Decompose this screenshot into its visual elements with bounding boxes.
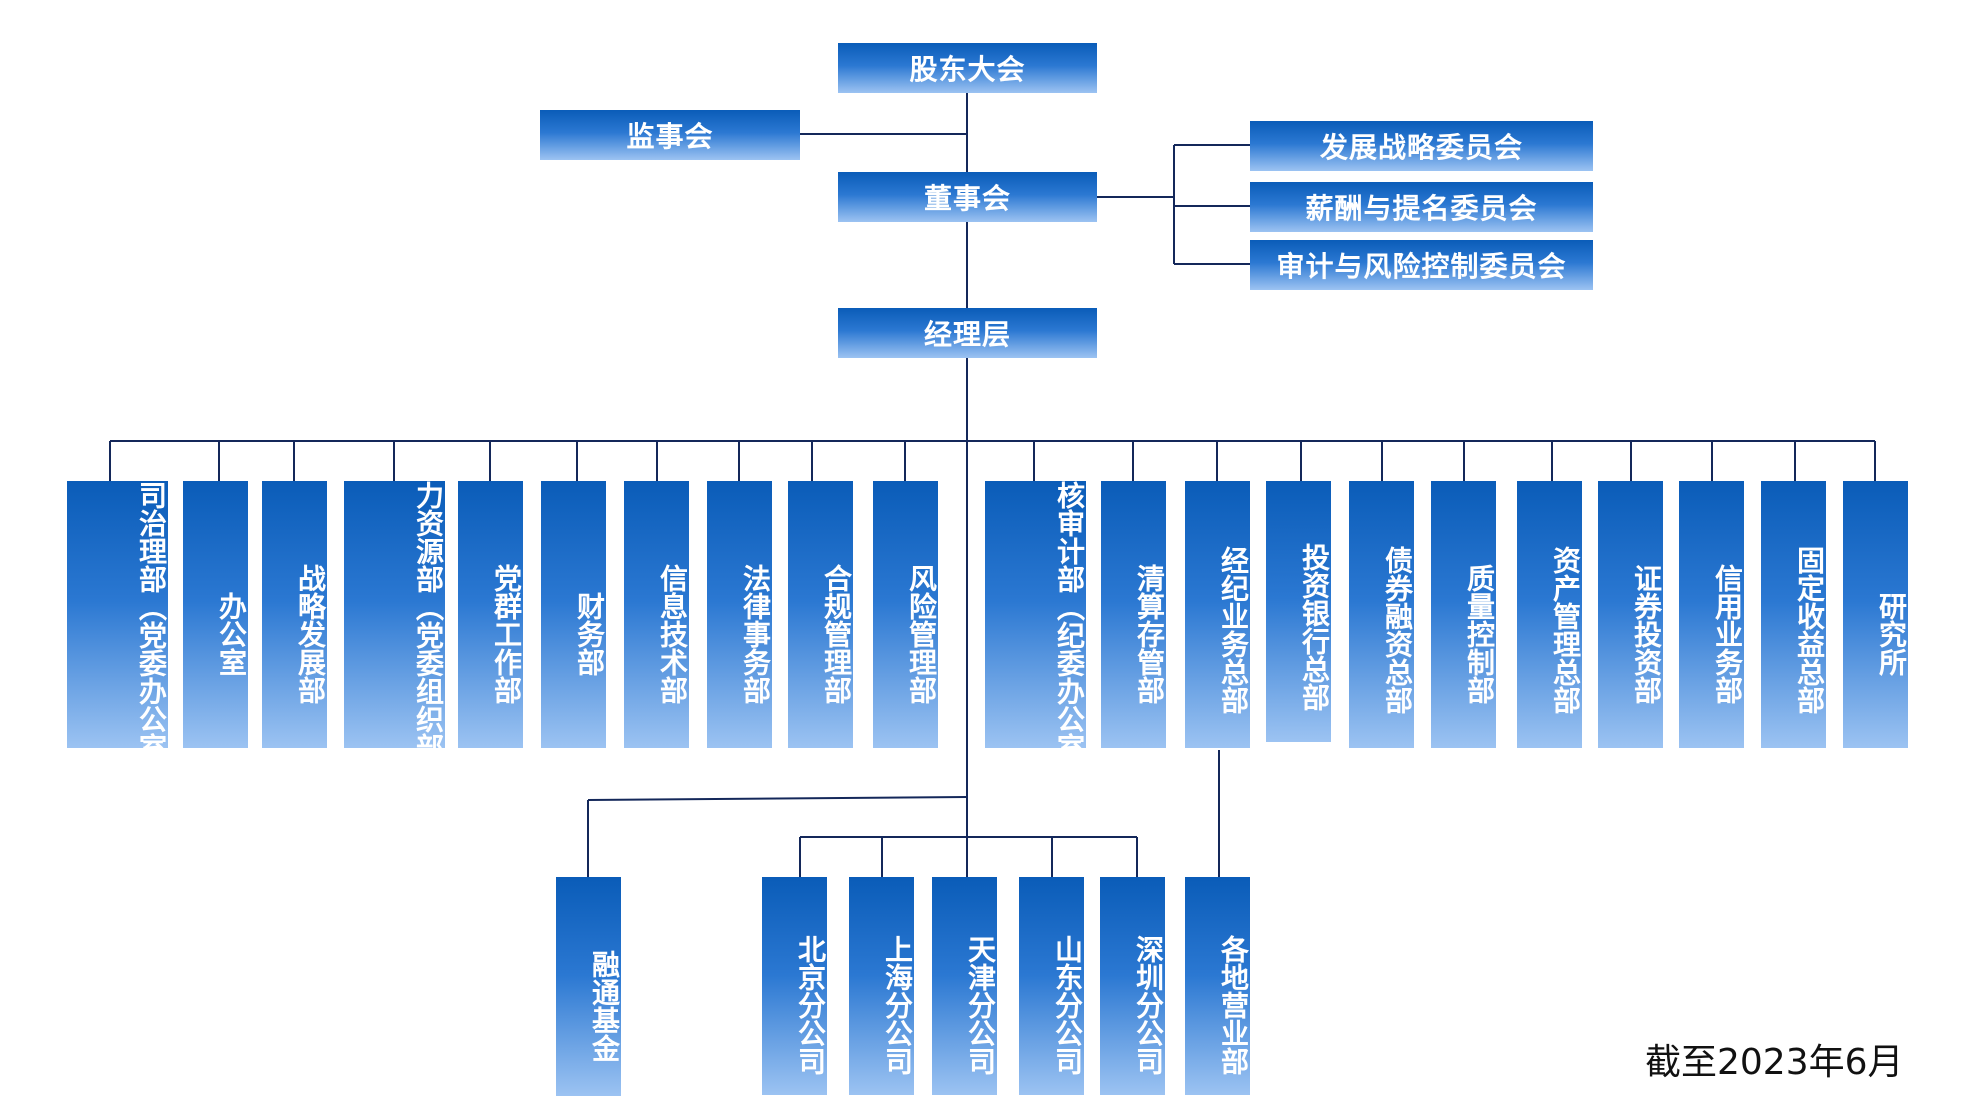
- dept-party-mass-work: 党群工作部: [458, 481, 523, 748]
- dept-securities-investment: 证券投资部: [1598, 481, 1663, 748]
- dept-investment-banking: 投资银行总部: [1266, 481, 1331, 742]
- dept-asset-management: 资产管理总部: [1517, 481, 1582, 748]
- dept-brokerage: 经纪业务总部: [1185, 481, 1250, 748]
- outlets-business-offices: 各地营业部: [1185, 877, 1250, 1095]
- branch-shandong: 山东分公司: [1019, 877, 1084, 1095]
- supervisory-board-box: 监事会: [540, 110, 800, 160]
- dept-finance: 财务部: [541, 481, 606, 748]
- dept-information-technology: 信息技术部: [624, 481, 689, 748]
- branch-shenzhen: 深圳分公司: [1100, 877, 1165, 1095]
- committee-remuneration: 薪酬与提名委员会: [1250, 182, 1593, 232]
- dept-bond-financing: 债券融资总部: [1349, 481, 1414, 748]
- dept-research-institute: 研究所: [1843, 481, 1908, 748]
- committee-audit-risk: 审计与风险控制委员会: [1250, 240, 1593, 290]
- branch-beijing: 北京分公司: [762, 877, 827, 1095]
- dept-credit-business: 信用业务部: [1679, 481, 1744, 748]
- dept-fixed-income: 固定收益总部: [1761, 481, 1826, 748]
- dept-corporate-governance: 公司治理部（党委办公室）: [67, 453, 168, 789]
- dept-strategy-development: 战略发展部: [262, 481, 327, 748]
- dept-quality-control: 质量控制部: [1431, 481, 1496, 748]
- management-box: 经理层: [838, 308, 1097, 358]
- board-of-directors-box: 董事会: [838, 172, 1097, 222]
- subsidiary-fund: 融通基金: [556, 877, 621, 1096]
- branch-shanghai: 上海分公司: [849, 877, 914, 1095]
- dept-risk-management: 风险管理部: [873, 481, 938, 748]
- as-of-date-note: 截至2023年6月: [1645, 1042, 1904, 1083]
- dept-human-resources: 人力资源部（党委组织部）: [344, 453, 445, 789]
- dept-office: 办公室: [183, 481, 248, 748]
- committee-strategy: 发展战略委员会: [1250, 121, 1593, 171]
- dept-compliance: 合规管理部: [788, 481, 853, 748]
- dept-audit: 稽核审计部（纪委办公室）: [985, 453, 1086, 789]
- dept-clearing-custody: 清算存管部: [1101, 481, 1166, 748]
- shareholders-meeting-box: 股东大会: [838, 43, 1097, 93]
- dept-legal-affairs: 法律事务部: [707, 481, 772, 748]
- branch-tianjin: 天津分公司: [932, 877, 997, 1095]
